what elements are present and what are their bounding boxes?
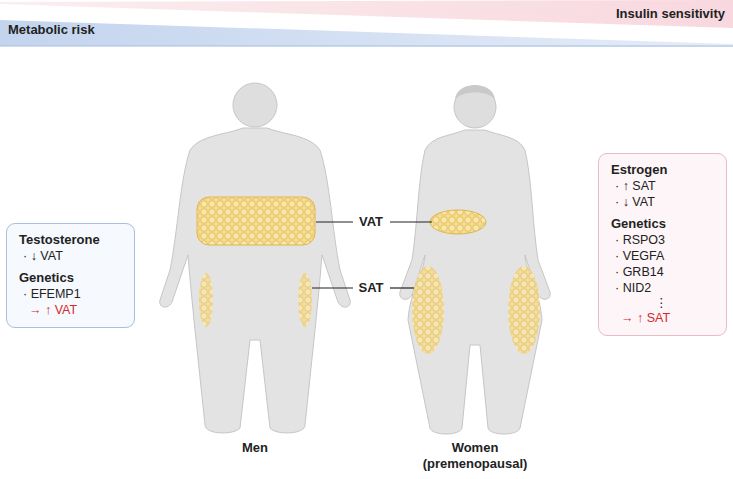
factor-heading: Testosterone	[19, 232, 122, 248]
leader-line	[316, 221, 353, 222]
man-sat	[298, 273, 312, 327]
tissue-label: VAT	[359, 214, 383, 230]
axis-label: Insulin sensitivity	[616, 6, 725, 22]
factor-item: → ↑ VAT	[19, 302, 122, 318]
factor-item: → ↑ SAT	[611, 310, 714, 326]
factor-heading: Estrogen	[611, 162, 714, 178]
factor-box: Testosterone· ↓ VAT Genetics· EFEMP1→ ↑ V…	[6, 223, 135, 328]
factor-heading: Genetics	[19, 270, 122, 286]
factor-item: · GRB14	[611, 264, 714, 280]
factor-item: · ↑ SAT	[611, 178, 714, 194]
factor-item: · ↓ VAT	[19, 248, 122, 264]
axis-label: Metabolic risk	[8, 22, 95, 38]
factor-heading: Genetics	[611, 216, 714, 232]
leader-line	[390, 287, 414, 288]
man-vat	[197, 197, 315, 245]
factor-item: · EFEMP1	[19, 286, 122, 302]
leader-line	[312, 287, 353, 288]
woman-sat	[412, 266, 444, 354]
risk-edge	[0, 46, 733, 47]
woman-sat	[508, 266, 540, 354]
factor-item: · ↓ VAT	[611, 194, 714, 210]
woman-vat	[430, 210, 486, 234]
factor-item: · RSPO3	[611, 232, 714, 248]
man-head	[233, 83, 277, 127]
factor-item: · NID2	[611, 280, 714, 296]
figure-label: Men	[242, 440, 268, 456]
tissue-label: SAT	[358, 280, 383, 296]
man-sat	[199, 273, 213, 327]
factor-box: Estrogen· ↑ SAT· ↓ VAT Genetics· RSPO3· V…	[598, 153, 727, 336]
risk-wedge	[0, 20, 733, 47]
figure-label: Women (premenopausal)	[415, 440, 535, 472]
woman-head	[454, 86, 496, 128]
woman-body	[400, 130, 551, 434]
woman-hair	[455, 85, 495, 100]
factor-item: · VEGFA	[611, 248, 714, 264]
leader-line	[390, 221, 432, 222]
factor-item: ⋮	[611, 296, 714, 310]
man-body	[160, 128, 351, 433]
